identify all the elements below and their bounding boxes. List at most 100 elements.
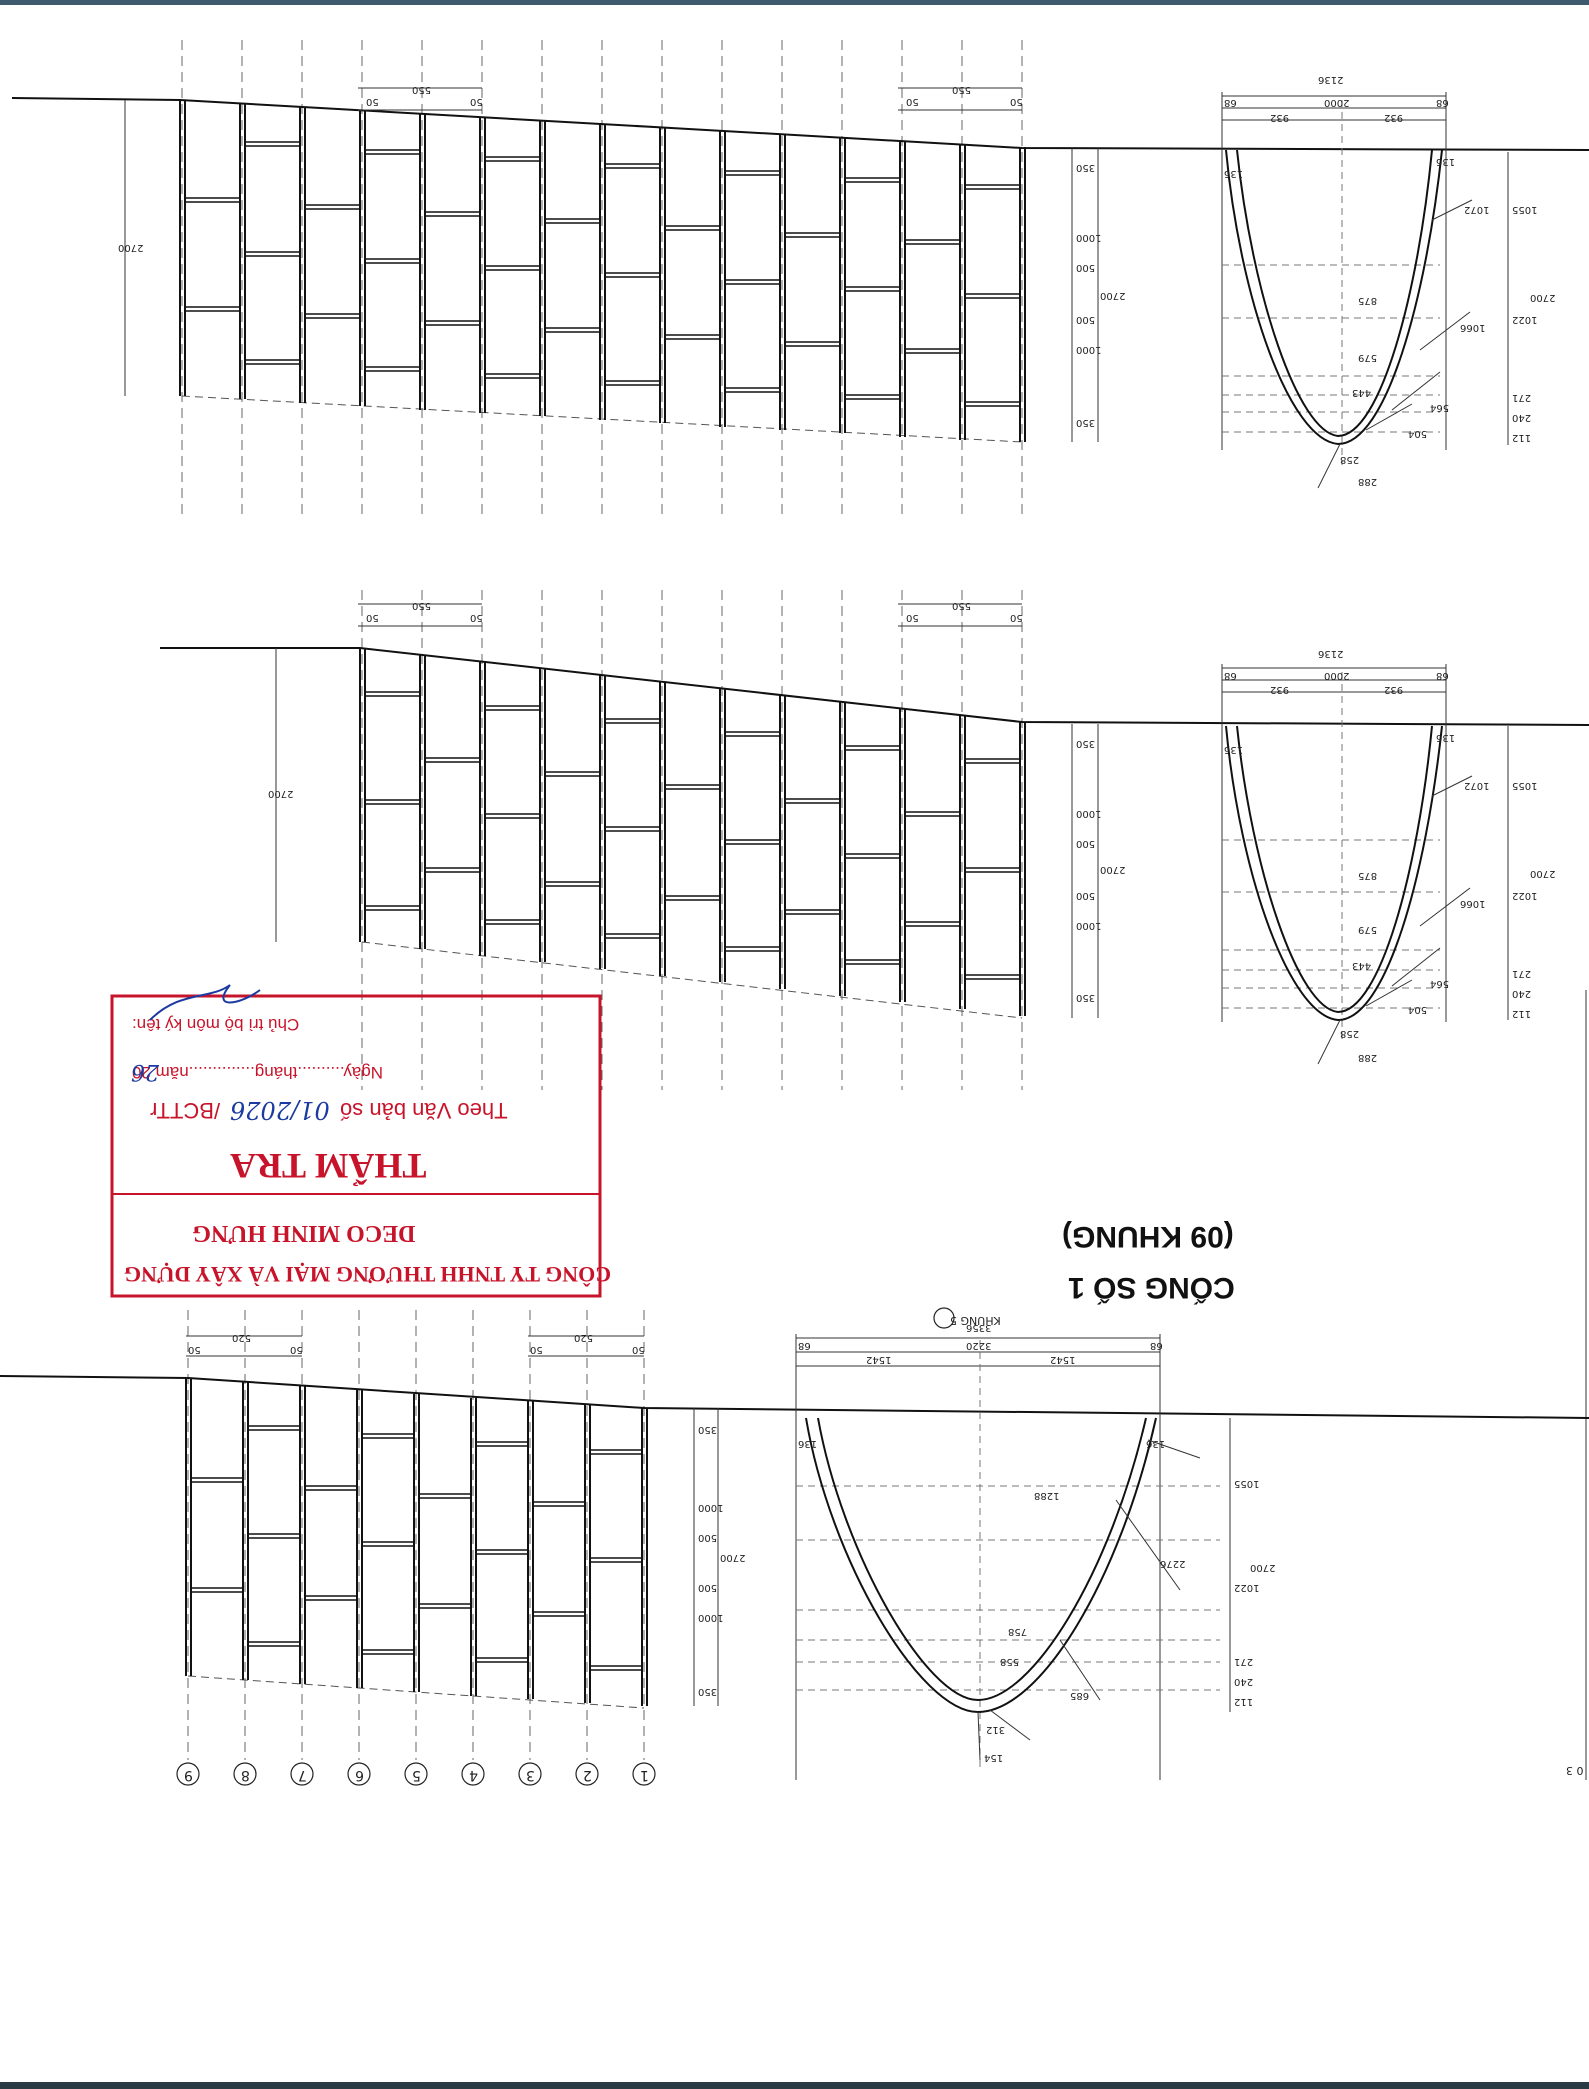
svg-text:2700: 2700 (1530, 292, 1555, 303)
svg-text:932: 932 (1384, 112, 1403, 123)
svg-text:685: 685 (1070, 1690, 1089, 1701)
svg-text:1000: 1000 (1076, 920, 1101, 931)
svg-text:258: 258 (1340, 454, 1359, 465)
svg-text:500: 500 (1076, 314, 1095, 325)
svg-text:564: 564 (1430, 402, 1449, 413)
svg-text:550: 550 (952, 600, 971, 611)
svg-text:1542: 1542 (866, 1354, 891, 1365)
svg-text:50: 50 (188, 1344, 201, 1355)
svg-text:520: 520 (574, 1332, 593, 1343)
svg-text:258: 258 (1340, 1028, 1359, 1039)
svg-text:271: 271 (1512, 968, 1531, 979)
svg-text:50: 50 (1010, 96, 1023, 107)
svg-text:288: 288 (1358, 1052, 1377, 1063)
svg-text:68: 68 (1224, 97, 1237, 108)
svg-text:50: 50 (530, 1344, 543, 1355)
svg-text:500: 500 (1076, 838, 1095, 849)
svg-text:504: 504 (1408, 428, 1427, 439)
svg-text:271: 271 (1234, 1656, 1253, 1667)
svg-text:520: 520 (232, 1332, 251, 1343)
svg-text:1000: 1000 (698, 1612, 723, 1623)
svg-text:240: 240 (1234, 1676, 1253, 1687)
svg-text:68: 68 (798, 1340, 811, 1351)
svg-text:1022: 1022 (1512, 314, 1537, 325)
svg-text:68: 68 (1436, 97, 1449, 108)
sheet-border-bottom (0, 2082, 1589, 2089)
svg-text:1066: 1066 (1460, 898, 1485, 909)
svg-text:500: 500 (1076, 262, 1095, 273)
svg-text:50: 50 (906, 96, 919, 107)
svg-text:1066: 1066 (1460, 322, 1485, 333)
grid-label-5: 5 (412, 1767, 421, 1783)
svg-text:1000: 1000 (1076, 232, 1101, 243)
svg-text:136: 136 (798, 1438, 817, 1449)
svg-text:932: 932 (1270, 684, 1289, 695)
svg-text:2276: 2276 (1160, 1558, 1185, 1569)
svg-text:50: 50 (290, 1344, 303, 1355)
svg-text:350: 350 (1076, 417, 1095, 428)
svg-text:550: 550 (952, 84, 971, 95)
svg-text:50: 50 (470, 612, 483, 623)
stamp-company-line-2: DECO MINH HƯNG (192, 1220, 415, 1246)
edge-mark: 0 3 (1566, 1764, 1584, 1777)
svg-text:500: 500 (1076, 890, 1095, 901)
grid-label-9: 9 (184, 1767, 193, 1783)
title-line-1: CỐNG SỐ 1 (1068, 1271, 1235, 1305)
svg-text:564: 564 (1430, 978, 1449, 989)
section-3-wall-elevation: 50 520 50 50 520 50 350 1000 500 500 100… (0, 1310, 1589, 1760)
svg-text:2136: 2136 (1318, 648, 1343, 659)
svg-text:550: 550 (412, 600, 431, 611)
stamp-heading: THẨM TRA (230, 1146, 426, 1186)
grid-label-6: 6 (355, 1767, 364, 1783)
svg-text:136: 136 (1224, 168, 1243, 179)
svg-text:1072: 1072 (1464, 204, 1489, 215)
svg-text:112: 112 (1512, 432, 1531, 443)
svg-text:50: 50 (632, 1344, 645, 1355)
svg-text:875: 875 (1358, 870, 1377, 881)
svg-text:932: 932 (1270, 112, 1289, 123)
svg-text:50: 50 (366, 96, 379, 107)
svg-text:1000: 1000 (698, 1502, 723, 1513)
svg-text:2700: 2700 (118, 242, 143, 253)
grid-label-3: 3 (526, 1767, 535, 1783)
svg-text:136: 136 (1224, 744, 1243, 755)
svg-text:50: 50 (470, 96, 483, 107)
svg-text:443: 443 (1352, 387, 1371, 398)
svg-text:350: 350 (698, 1686, 717, 1697)
svg-text:2700: 2700 (720, 1552, 745, 1563)
svg-text:1022: 1022 (1512, 890, 1537, 901)
svg-text:1000: 1000 (1076, 808, 1101, 819)
svg-text:1000: 1000 (1076, 344, 1101, 355)
svg-text:500: 500 (698, 1532, 717, 1543)
title-line-2: (09 KHUNG) (1062, 1220, 1234, 1253)
stamp-company-line-1: CÔNG TY TNHH THƯƠNG MẠI VÀ XÂY DỰNG (124, 1262, 611, 1287)
section-1-frame-cross-section: 2136 2000 68 68 932 932 136 136 1055 102… (1221, 74, 1555, 489)
svg-text:50: 50 (906, 612, 919, 623)
stamp-document-line: /BCTTr 01/2026 Theo Văn bản số (150, 1096, 508, 1124)
svg-text:758: 758 (1008, 1626, 1027, 1637)
handwritten-signature (149, 984, 261, 1021)
svg-text:550: 550 (412, 84, 431, 95)
section-2-wall-elevation: 50 550 50 50 550 50 2700 350 1000 500 50… (160, 590, 1589, 1090)
grid-label-1: 1 (640, 1767, 649, 1783)
grid-label-8: 8 (241, 1767, 250, 1783)
svg-text:443: 443 (1352, 960, 1371, 971)
frame-5-label: KHUNG 5 (950, 1314, 1001, 1327)
svg-text:1022: 1022 (1234, 1582, 1259, 1593)
svg-text:240: 240 (1512, 412, 1531, 423)
svg-text:350: 350 (1076, 738, 1095, 749)
svg-text:1055: 1055 (1234, 1478, 1259, 1489)
svg-text:136: 136 (1436, 156, 1455, 167)
svg-text:2700: 2700 (1530, 868, 1555, 879)
svg-text:112: 112 (1234, 1696, 1253, 1707)
svg-text:2700: 2700 (1100, 864, 1125, 875)
svg-text:312: 312 (986, 1724, 1005, 1735)
svg-text:350: 350 (1076, 992, 1095, 1003)
svg-text:2700: 2700 (268, 788, 293, 799)
svg-text:579: 579 (1358, 924, 1377, 935)
svg-text:1288: 1288 (1034, 1490, 1059, 1501)
grid-label-2: 2 (583, 1767, 592, 1783)
svg-text:50: 50 (366, 612, 379, 623)
svg-text:288: 288 (1358, 476, 1377, 487)
